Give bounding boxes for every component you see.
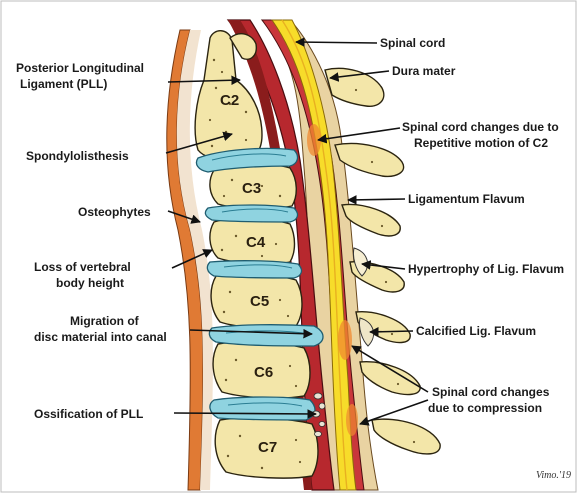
disc-c6-c7 bbox=[210, 397, 315, 420]
label-hypertrophy-lig-flavum: Hypertrophy of Lig. Flavum bbox=[408, 262, 564, 276]
arrow-ossification-pll bbox=[174, 413, 316, 414]
label-ossification-pll: Ossification of PLL bbox=[34, 407, 143, 421]
label-cord-compression-line1: Spinal cord changes bbox=[432, 385, 550, 399]
vertebra-label-c5: C5 bbox=[250, 293, 269, 310]
vertebra-label-c3: C3 bbox=[242, 180, 261, 197]
arrow-ligamentum-flavum bbox=[348, 199, 405, 200]
vertebra-label-c6: C6 bbox=[254, 364, 273, 381]
artist-signature: Vimo.'19 bbox=[536, 470, 571, 481]
label-spinal-cord: Spinal cord bbox=[380, 36, 445, 50]
label-ligamentum-flavum: Ligamentum Flavum bbox=[408, 192, 525, 206]
spinous-process-1 bbox=[325, 68, 384, 106]
label-cord-changes-c2-line1: Spinal cord changes due to bbox=[402, 120, 559, 134]
disc-c4-c5 bbox=[207, 261, 301, 278]
vertebra-label-c2: C2 bbox=[220, 92, 239, 109]
label-spondylolisthesis: Spondylolisthesis bbox=[26, 149, 129, 163]
vertebra-label-c7: C7 bbox=[258, 439, 277, 456]
arrow-calcified bbox=[370, 331, 413, 332]
label-osteophytes: Osteophytes bbox=[78, 205, 151, 219]
label-dura-mater: Dura mater bbox=[392, 64, 456, 78]
disc-c5-c6-herniated bbox=[209, 325, 323, 346]
label-cord-changes-c2-line2: Repetitive motion of C2 bbox=[414, 136, 548, 150]
spinous-process-7 bbox=[372, 419, 440, 454]
label-calcified-lig-flavum: Calcified Lig. Flavum bbox=[416, 324, 536, 338]
label-loss-height-line2: body height bbox=[56, 276, 124, 290]
label-pll-line1: Posterior Longitudinal bbox=[16, 61, 144, 75]
label-cord-compression-line2: due to compression bbox=[428, 401, 542, 415]
vertebra-label-c4: C4 bbox=[246, 234, 266, 251]
label-loss-height-line1: Loss of vertebral bbox=[34, 260, 131, 274]
cord-lesion-compression-upper bbox=[338, 320, 352, 360]
label-pll-line2: Ligament (PLL) bbox=[20, 77, 107, 91]
cord-lesion-compression-lower bbox=[346, 404, 358, 436]
label-migration-line2: disc material into canal bbox=[34, 330, 167, 344]
disc-c3-c4 bbox=[205, 205, 297, 222]
spinous-process-6 bbox=[360, 362, 420, 395]
label-migration-line1: Migration of bbox=[70, 314, 140, 328]
arrow-spinal-cord bbox=[296, 42, 377, 43]
